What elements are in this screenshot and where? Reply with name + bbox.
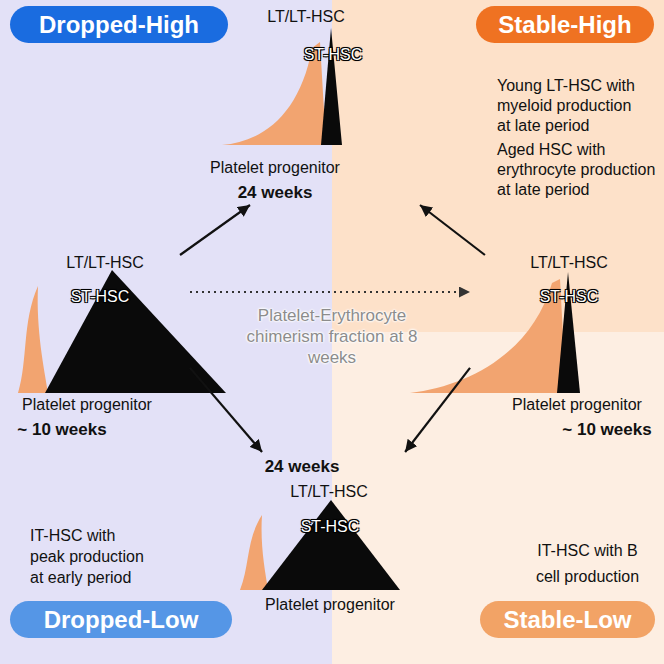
time-label: ~ 10 weeks bbox=[562, 421, 651, 438]
cell-label: Platelet progenitor bbox=[265, 597, 395, 613]
group-title: Stable-High bbox=[498, 13, 631, 37]
cell-label: ST-HSC bbox=[304, 47, 363, 63]
hsc-hierarchy: LT/LT-HSCST-HSCPlatelet progenitor24 wee… bbox=[230, 5, 430, 205]
transition-arrow bbox=[405, 368, 470, 452]
edge-label: Platelet-Erythrocyte chimerism fraction … bbox=[242, 305, 422, 368]
group-pill: Dropped-High bbox=[10, 6, 228, 43]
dotted-arrow bbox=[190, 291, 470, 293]
stable-high-region bbox=[332, 0, 664, 332]
transition-arrow bbox=[190, 368, 262, 452]
group-title: Stable-Low bbox=[503, 608, 631, 632]
cell-label: ST-HSC bbox=[301, 519, 360, 535]
cell-label: LT/LT-HSC bbox=[530, 255, 608, 271]
hsc-triangle bbox=[262, 500, 400, 590]
time-label: 24 weeks bbox=[238, 184, 313, 201]
annotation-note: IT-HSC with B cell production bbox=[525, 538, 650, 590]
cell-label: ST-HSC bbox=[71, 289, 130, 305]
group-title: Dropped-High bbox=[39, 13, 199, 37]
hsc-hierarchy: 24 weeksLT/LT-HSC ST-HSC Platelet progenit… bbox=[250, 452, 415, 615]
cell-label: Platelet progenitor bbox=[512, 397, 642, 413]
hsc-triangle bbox=[45, 270, 226, 393]
time-label: 24 weeks bbox=[265, 458, 340, 475]
annotation-note: Young LT-HSC with myeloid production at … bbox=[497, 76, 644, 136]
cell-label: LT/LT-HSC bbox=[267, 9, 345, 25]
group-pill: Dropped-Low bbox=[10, 601, 232, 638]
group-title: Dropped-Low bbox=[44, 608, 199, 632]
transition-arrow bbox=[420, 205, 485, 255]
cell-label: LT/LT-HSC bbox=[66, 255, 144, 271]
hsc-hierarchy: LT/LT-HSC ST-HSC Platelet progenitor ~ 10 w… bbox=[15, 255, 190, 440]
cell-label: ST-HSC bbox=[540, 289, 599, 305]
cell-label: Platelet progenitor bbox=[210, 160, 340, 176]
hsc-hierarchy: LT/LT-HSC ST-HSC Platelet progenitor ~ 10 w… bbox=[470, 255, 650, 440]
annotation-note: IT-HSC with peak production at early per… bbox=[30, 525, 150, 588]
group-pill: Stable-High bbox=[476, 6, 654, 43]
platelet-wave bbox=[240, 515, 268, 590]
transition-arrow bbox=[180, 205, 250, 255]
hsc-triangle bbox=[321, 28, 342, 145]
platelet-wave bbox=[18, 286, 48, 393]
group-pill: Stable-Low bbox=[480, 601, 655, 638]
annotation-note: Aged HSC with erythrocyte production at … bbox=[497, 140, 662, 200]
cell-label: Platelet progenitor bbox=[22, 397, 152, 413]
cell-label: LT/LT-HSC bbox=[290, 484, 368, 500]
time-label: ~ 10 weeks bbox=[17, 421, 106, 438]
